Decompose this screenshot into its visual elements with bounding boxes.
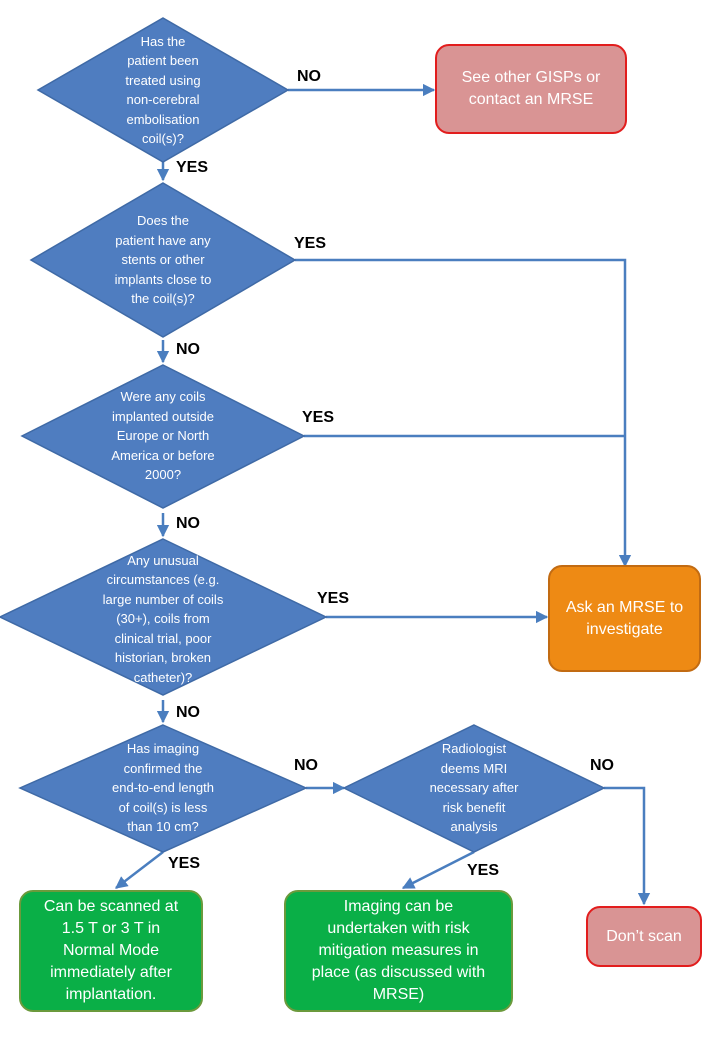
label-d1-yes: YES bbox=[176, 159, 209, 176]
connector-d2-yes bbox=[295, 258, 632, 568]
decision-diamond-coil-length bbox=[18, 724, 308, 853]
label-d6-no: NO bbox=[590, 757, 614, 774]
decision-text-coils-treated: Has the patient been treated using non-c… bbox=[125, 33, 201, 147]
label-d5-no: NO bbox=[294, 757, 318, 774]
decision-diamond-coils-origin bbox=[20, 364, 306, 509]
decision-diamond-stents-implants bbox=[29, 182, 297, 338]
decision-diamond-radiologist bbox=[342, 724, 606, 853]
decision-text-unusual-circumstances: Any unusual circumstances (e.g. large nu… bbox=[102, 552, 224, 685]
label-d3-yes: YES bbox=[302, 409, 335, 426]
outcome-ask-mrse: Ask an MRSE to investigate bbox=[548, 565, 701, 672]
label-d1-no: NO bbox=[297, 68, 321, 85]
outcome-see-other-gisps: See other GISPs or contact an MRSE bbox=[435, 44, 627, 134]
label-d4-no: NO bbox=[176, 704, 200, 721]
connector-d6-yes bbox=[401, 850, 475, 890]
decision-diamond-coils-treated bbox=[36, 17, 290, 163]
label-d6-yes: YES bbox=[467, 862, 500, 879]
decision-diamond-unusual-circumstances bbox=[0, 538, 328, 696]
label-d3-no: NO bbox=[176, 515, 200, 532]
outcome-scan-normal-mode: Can be scanned at 1.5 T or 3 T in Normal… bbox=[19, 890, 203, 1012]
label-d5-yes: YES bbox=[168, 855, 201, 872]
label-d4-yes: YES bbox=[317, 590, 350, 607]
decision-text-radiologist: Radiologist deems MRI necessary after ri… bbox=[429, 741, 519, 835]
outcome-risk-mitigation: Imaging can be undertaken with risk miti… bbox=[284, 890, 513, 1012]
connector-d6-no bbox=[604, 786, 651, 906]
label-d2-yes: YES bbox=[294, 235, 327, 252]
outcome-dont-scan: Don’t scan bbox=[586, 906, 702, 967]
decision-text-coil-length: Has imaging confirmed the end-to-end len… bbox=[112, 741, 214, 835]
decision-text-coils-origin: Were any coils implanted outside Europe … bbox=[111, 389, 215, 483]
connector-d5-yes bbox=[115, 851, 164, 889]
label-d2-no: NO bbox=[176, 341, 200, 358]
decision-text-stents-implants: Does the patient have any stents or othe… bbox=[114, 213, 212, 307]
